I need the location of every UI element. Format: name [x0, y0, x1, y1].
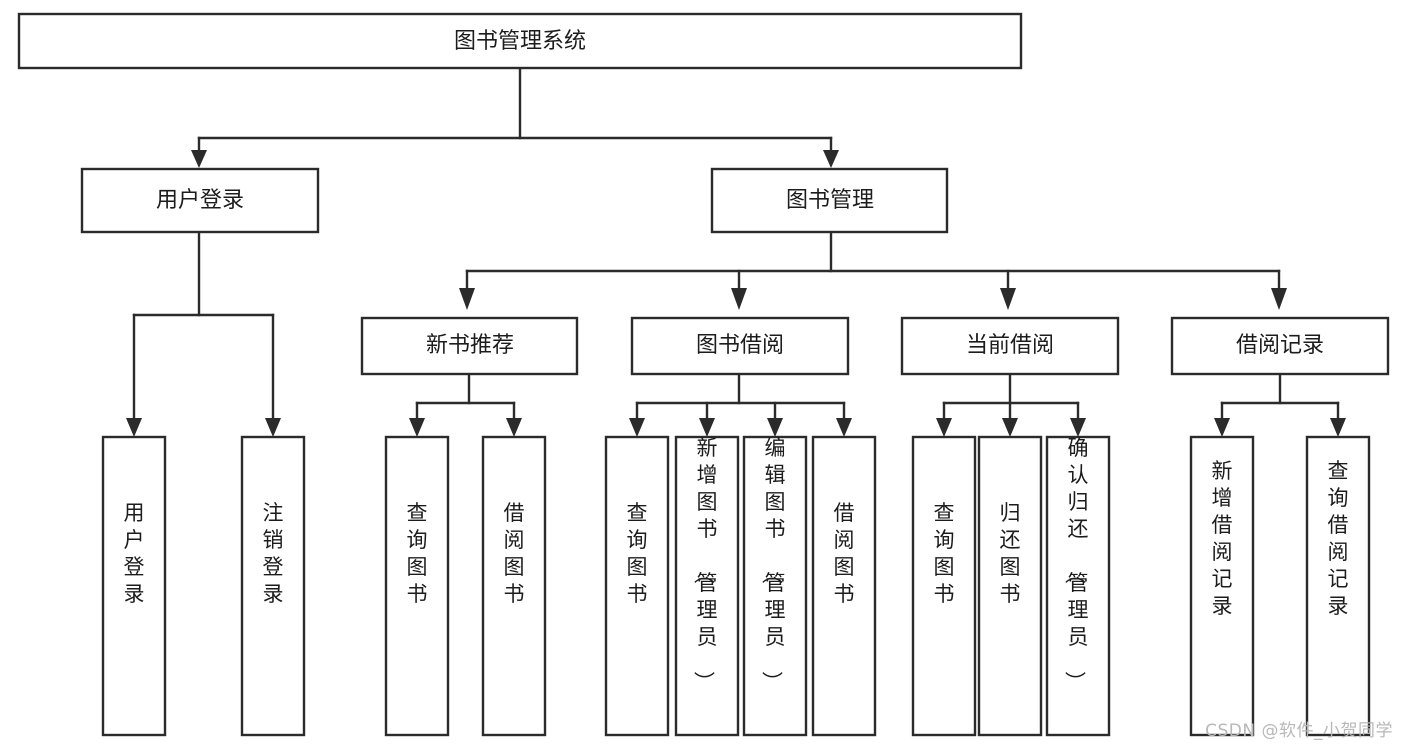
node-leaf-query-book-1-label: 查询图书 [407, 501, 428, 606]
node-leaf-query-book-2[interactable]: 查询图书 [604, 435, 670, 737]
arrow-head-icon [823, 150, 839, 168]
node-leaf-return-book-box[interactable] [977, 435, 1043, 737]
node-leaf-borrow-book-1[interactable]: 借阅图书 [481, 435, 547, 737]
node-user-login-box[interactable] [80, 167, 320, 234]
node-leaf-query-book-1-box[interactable] [384, 435, 450, 737]
node-leaf-logout-login-label: 注销登录 [263, 501, 284, 606]
node-leaf-query-book-1[interactable]: 查询图书 [384, 435, 450, 737]
node-leaf-query-record[interactable]: 查询借阅记录 [1305, 435, 1371, 737]
node-leaf-query-book-2-box[interactable] [604, 435, 670, 737]
arrow-head-icon [1271, 288, 1287, 310]
arrow-head-icon [836, 418, 852, 437]
node-book-management[interactable]: 图书管理 [710, 167, 949, 234]
node-leaf-add-record[interactable]: 新增借阅记录 [1189, 435, 1255, 737]
node-book-borrow[interactable]: 图书借阅 [630, 316, 850, 376]
arrow-head-icon [409, 418, 425, 437]
node-book-borrow-box[interactable] [630, 316, 850, 376]
arrow-head-icon [731, 288, 747, 310]
connector-new-book-recommend-to-leaves [409, 373, 522, 437]
node-leaf-confirm-return[interactable]: 确认归还（管理员） [1045, 435, 1111, 737]
node-book-management-label: 图书管理 [786, 188, 874, 213]
node-root-box[interactable] [17, 12, 1023, 70]
node-leaf-user-login-label: 用户登录 [124, 501, 145, 606]
node-leaf-add-record-box[interactable] [1189, 435, 1255, 737]
node-leaf-add-book-box[interactable] [674, 435, 740, 737]
node-leaf-user-login[interactable]: 用户登录 [101, 435, 167, 737]
arrow-head-icon [767, 418, 783, 437]
csdn-watermark: CSDN @软件_小贺同学 [1205, 721, 1393, 741]
arrow-head-icon [191, 150, 207, 168]
connector-root-to-level2 [191, 67, 839, 168]
arrow-head-icon [265, 418, 281, 437]
node-new-book-recommend-label: 新书推荐 [426, 333, 514, 358]
node-new-book-recommend-box[interactable] [360, 316, 579, 376]
connector-borrow-record-to-leaves [1214, 373, 1346, 437]
arrow-head-icon [1002, 418, 1018, 437]
node-leaf-return-book[interactable]: 归还图书 [977, 435, 1043, 737]
node-leaf-query-record-label: 查询借阅记录 [1328, 459, 1349, 618]
node-leaf-logout-login-box[interactable] [240, 435, 306, 737]
node-leaf-confirm-return-box[interactable] [1045, 435, 1111, 737]
arrow-head-icon [1000, 288, 1016, 310]
node-leaf-borrow-book-2-box[interactable] [811, 435, 877, 737]
node-borrow-record-box[interactable] [1170, 316, 1390, 376]
node-leaf-query-book-2-label: 查询图书 [627, 501, 648, 606]
arrow-head-icon [1330, 418, 1346, 437]
node-leaf-confirm-return-label: 确认归还（管理员） [1063, 436, 1089, 692]
node-root[interactable]: 图书管理系统 [17, 12, 1023, 70]
node-leaf-add-book[interactable]: 新增图书（管理员） [674, 435, 740, 737]
node-book-management-box[interactable] [710, 167, 949, 234]
node-current-borrow-label: 当前借阅 [966, 333, 1054, 358]
node-leaf-logout-login[interactable]: 注销登录 [240, 435, 306, 737]
node-leaf-return-book-label: 归还图书 [1000, 501, 1021, 606]
node-leaf-borrow-book-2-label: 借阅图书 [834, 501, 855, 606]
arrow-head-icon [126, 418, 142, 437]
node-current-borrow-box[interactable] [900, 316, 1120, 376]
node-leaf-query-book-3[interactable]: 查询图书 [911, 435, 977, 737]
node-leaf-query-book-3-box[interactable] [911, 435, 977, 737]
arrow-head-icon [1070, 418, 1086, 437]
node-leaf-borrow-book-1-label: 借阅图书 [504, 501, 525, 606]
node-root-label: 图书管理系统 [454, 29, 586, 54]
node-leaf-edit-book-box[interactable] [742, 435, 808, 737]
node-leaf-add-book-label: 新增图书（管理员） [692, 436, 718, 692]
node-leaf-add-record-label: 新增借阅记录 [1212, 459, 1233, 618]
node-user-login[interactable]: 用户登录 [80, 167, 320, 234]
node-leaf-borrow-book-2[interactable]: 借阅图书 [811, 435, 877, 737]
node-leaf-query-record-box[interactable] [1305, 435, 1371, 737]
node-leaf-edit-book-label: 编辑图书（管理员） [760, 436, 786, 692]
node-book-borrow-label: 图书借阅 [696, 333, 784, 358]
connector-book-management-to-level3 [459, 231, 1287, 310]
arrow-head-icon [699, 418, 715, 437]
node-leaf-query-book-3-label: 查询图书 [934, 501, 955, 606]
node-leaf-borrow-book-1-box[interactable] [481, 435, 547, 737]
arrow-head-icon [629, 418, 645, 437]
arrow-head-icon [1214, 418, 1230, 437]
node-current-borrow[interactable]: 当前借阅 [900, 316, 1120, 376]
arrow-head-icon [936, 418, 952, 437]
connector-book-borrow-to-leaves [629, 373, 852, 437]
node-borrow-record-label: 借阅记录 [1236, 333, 1324, 358]
connector-current-borrow-to-leaves [936, 373, 1086, 437]
node-borrow-record[interactable]: 借阅记录 [1170, 316, 1390, 376]
node-leaf-edit-book[interactable]: 编辑图书（管理员） [742, 435, 808, 737]
arrow-head-icon [459, 288, 475, 310]
connector-user-login-to-leaves [126, 231, 281, 437]
node-new-book-recommend[interactable]: 新书推荐 [360, 316, 579, 376]
arrow-head-icon [506, 418, 522, 437]
node-leaf-user-login-box[interactable] [101, 435, 167, 737]
node-user-login-label: 用户登录 [156, 188, 244, 213]
